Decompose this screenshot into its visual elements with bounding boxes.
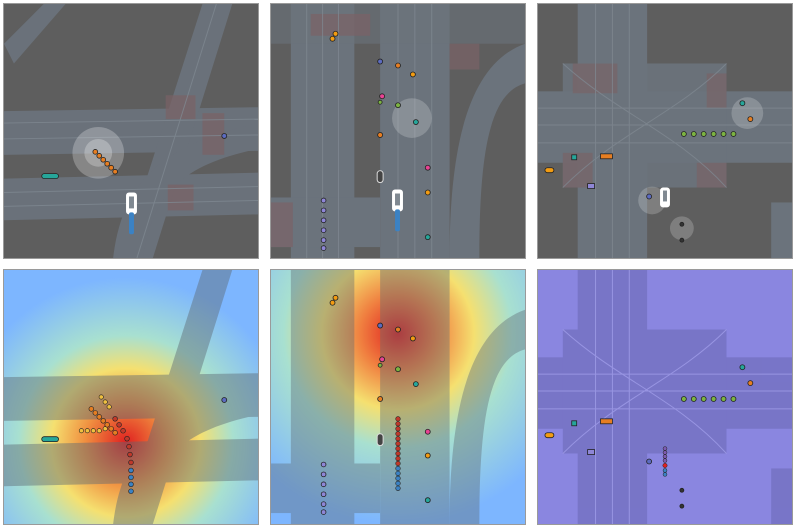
scene-b-top-map bbox=[271, 4, 525, 258]
panel-bottom-left bbox=[3, 269, 259, 525]
scene-c-uniform-overlay bbox=[538, 270, 792, 524]
panel-top-middle bbox=[270, 3, 526, 259]
panel-bottom-middle bbox=[270, 269, 526, 525]
scene-b-heatmap bbox=[271, 270, 525, 524]
scene-a-heatmap bbox=[4, 270, 258, 524]
panel-bottom-right bbox=[537, 269, 793, 525]
panel-top-right bbox=[537, 3, 793, 259]
scene-a-top-map bbox=[4, 4, 258, 258]
scene-c-top-map bbox=[538, 4, 792, 258]
panel-top-left bbox=[3, 3, 259, 259]
